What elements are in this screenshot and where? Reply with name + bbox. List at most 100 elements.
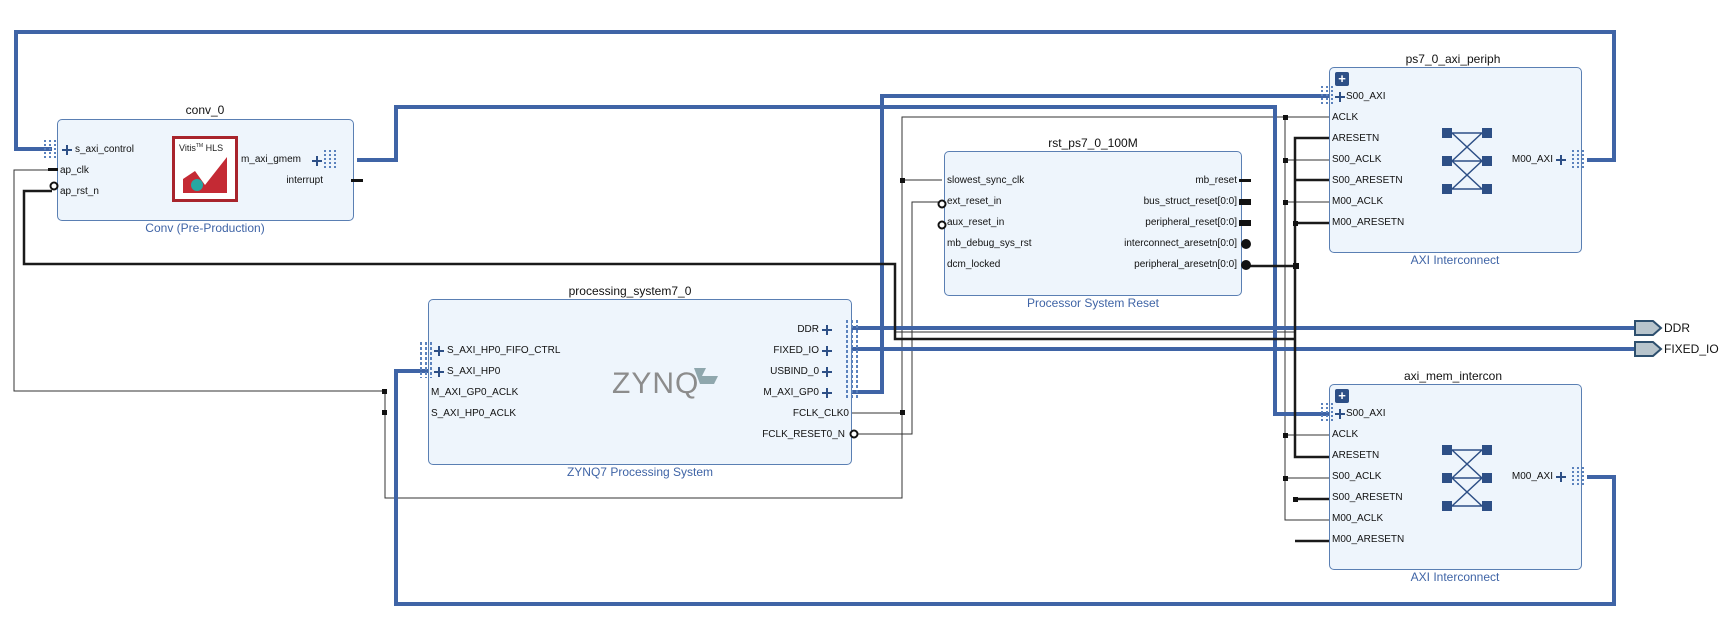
wire-clk-conv (13, 169, 384, 392)
rst-bus-struct-pin-icon (1239, 199, 1251, 205)
wire-periph-aresetn (1247, 136, 1329, 268)
mem-port-m00-aresetn[interactable]: M00_ARESETN (1332, 534, 1405, 545)
ps7-port-fixed-io[interactable]: FIXED_IO (773, 345, 819, 356)
ps7-block-title: processing_system7_0 (568, 284, 692, 298)
bus-s-axi-control (14, 30, 1616, 162)
conv-block[interactable]: s_axi_control ap_clk ap_rst_n m_axi_gmem… (44, 119, 363, 221)
ps7-m-axi-gp0-plus-icon[interactable] (821, 387, 833, 399)
ps7-hp0-bus-icon[interactable] (419, 340, 433, 380)
periph-block-subtitle: AXI Interconnect (1410, 253, 1500, 267)
bus-m-axi-gmem (357, 105, 1329, 416)
zynq-logo: ZYNQ (612, 367, 700, 400)
periph-block[interactable]: + S00_AXI ACLK ARESETN S00_ACLK S00_ARES… (1321, 67, 1585, 253)
periph-port-aresetn[interactable]: ARESETN (1332, 133, 1380, 144)
periph-port-aclk[interactable]: ACLK (1332, 112, 1359, 123)
mem-port-s00-aclk[interactable]: S00_ACLK (1332, 471, 1382, 482)
conv-ap-clk-pin-icon (48, 168, 58, 171)
ps7-port-ddr[interactable]: DDR (797, 324, 819, 335)
rst-port-mb-debug-sys-rst[interactable]: mb_debug_sys_rst (947, 238, 1032, 249)
mem-port-aresetn[interactable]: ARESETN (1332, 450, 1380, 461)
ps7-right-bus-icon[interactable] (845, 318, 859, 400)
fixed-io-port-arrow (1634, 341, 1663, 357)
periph-port-s00-aclk[interactable]: S00_ACLK (1332, 154, 1382, 165)
conv-port-ap-rst-n[interactable]: ap_rst_n (60, 186, 99, 197)
conv-s-axi-bus-icon[interactable] (43, 138, 57, 160)
rst-port-bus-struct-reset[interactable]: bus_struct_reset[0:0] (1143, 196, 1237, 207)
wire-clk-mem (1284, 117, 1329, 521)
ps7-fifo-ctrl-plus-icon[interactable] (433, 345, 445, 357)
mem-port-m00-axi[interactable]: M00_AXI (1511, 471, 1553, 482)
periph-port-s00-axi[interactable]: S00_AXI (1346, 91, 1386, 102)
ps7-hp0-plus-icon[interactable] (433, 366, 445, 378)
ps7-port-s-axi-hp0-fifo-ctrl[interactable]: S_AXI_HP0_FIFO_CTRL (447, 345, 561, 356)
conv-interrupt-pin-icon (351, 179, 363, 182)
conv-port-m-axi-gmem[interactable]: m_axi_gmem (240, 154, 301, 165)
rst-port-interconnect-aresetn[interactable]: interconnect_aresetn[0:0] (1124, 238, 1237, 249)
rst-block-title: rst_ps7_0_100M (1048, 136, 1138, 150)
ps7-port-m-axi-gp0-aclk[interactable]: M_AXI_GP0_ACLK (431, 387, 519, 398)
rst-port-mb-reset[interactable]: mb_reset (1195, 175, 1237, 186)
ps7-port-fclk-reset0-n[interactable]: FCLK_RESET0_N (762, 429, 845, 440)
periph-expand-button[interactable]: + (1335, 72, 1349, 86)
vitis-hls-logo: VitisTM HLS (172, 136, 238, 202)
periph-port-m00-aclk[interactable]: M00_ACLK (1332, 196, 1384, 207)
rst-port-ext-reset-in[interactable]: ext_reset_in (947, 196, 1002, 207)
rst-port-slowest-sync-clk[interactable]: slowest_sync_clk (947, 175, 1025, 186)
conv-port-interrupt[interactable]: interrupt (286, 175, 323, 186)
conv-m-axi-bus-icon[interactable] (323, 148, 337, 170)
mem-block[interactable]: + S00_AXI ACLK ARESETN S00_ACLK S00_ARES… (1321, 384, 1585, 570)
rst-peripheral-aresetn-bubble-icon (1241, 260, 1251, 270)
conv-port-s-axi-control[interactable]: s_axi_control (75, 144, 134, 155)
wire-fclk-to-rst (852, 116, 1285, 414)
conv-block-title: conv_0 (185, 103, 225, 117)
rst-port-aux-reset-in[interactable]: aux_reset_in (947, 217, 1005, 228)
bus-m-axi-gp0 (852, 94, 1329, 394)
periph-m00-plus-icon[interactable] (1555, 154, 1567, 166)
mem-m00-bus-icon[interactable] (1571, 465, 1585, 489)
ps7-block-subtitle: ZYNQ7 Processing System (566, 465, 714, 479)
mem-m00-plus-icon[interactable] (1555, 471, 1567, 483)
mem-port-aclk[interactable]: ACLK (1332, 429, 1359, 440)
periph-m00-bus-icon[interactable] (1571, 148, 1585, 172)
periph-port-m00-axi[interactable]: M00_AXI (1511, 154, 1553, 165)
vitis-tm: TM (195, 143, 204, 149)
mem-s00-plus-icon[interactable] (1334, 408, 1346, 420)
external-port-ddr[interactable]: DDR (1664, 321, 1690, 335)
conv-m-axi-plus-icon[interactable] (311, 155, 323, 167)
ps7-port-s-axi-hp0-aclk[interactable]: S_AXI_HP0_ACLK (431, 408, 517, 419)
mem-port-m00-aclk[interactable]: M00_ACLK (1332, 513, 1384, 524)
periph-crossbar-icon (1442, 128, 1492, 194)
ps7-port-usbind-0[interactable]: USBIND_0 (770, 366, 819, 377)
periph-port-s00-aresetn[interactable]: S00_ARESETN (1332, 175, 1403, 186)
rst-block-subtitle: Processor System Reset (1026, 296, 1160, 310)
wire-interconnect-aresetn (1293, 266, 1329, 543)
periph-port-m00-aresetn[interactable]: M00_ARESETN (1332, 217, 1405, 228)
rst-block[interactable]: slowest_sync_clk ext_reset_in aux_reset_… (937, 151, 1251, 296)
ps7-block[interactable]: S_AXI_HP0_FIFO_CTRL S_AXI_HP0 M_AXI_GP0_… (420, 299, 859, 465)
rst-port-dcm-locked[interactable]: dcm_locked (947, 259, 1001, 270)
ps7-fixed-io-plus-icon[interactable] (821, 345, 833, 357)
mem-block-title: axi_mem_intercon (1403, 369, 1503, 383)
conv-block-subtitle: Conv (Pre-Production) (145, 221, 265, 235)
mem-s00-bus-icon[interactable] (1320, 401, 1334, 425)
ps7-port-s-axi-hp0[interactable]: S_AXI_HP0 (447, 366, 501, 377)
ps7-ddr-plus-icon[interactable] (821, 324, 833, 336)
external-port-fixed-io[interactable]: FIXED_IO (1664, 342, 1719, 356)
rst-port-peripheral-aresetn[interactable]: peripheral_aresetn[0:0] (1134, 259, 1237, 270)
conv-port-ap-clk[interactable]: ap_clk (60, 165, 89, 176)
ps7-port-m-axi-gp0[interactable]: M_AXI_GP0 (763, 387, 819, 398)
rst-periph-reset-pin-icon (1239, 220, 1251, 226)
conv-s-axi-plus-icon[interactable] (61, 144, 73, 156)
wire-rst-conv (22, 189, 1295, 341)
periph-s00-bus-icon[interactable] (1320, 84, 1334, 108)
periph-s00-plus-icon[interactable] (1334, 91, 1346, 103)
rst-port-peripheral-reset[interactable]: peripheral_reset[0:0] (1145, 217, 1237, 228)
mem-port-s00-axi[interactable]: S00_AXI (1346, 408, 1386, 419)
mem-expand-button[interactable]: + (1335, 389, 1349, 403)
ps7-port-fclk-clk0[interactable]: FCLK_CLK0 (792, 408, 849, 419)
ps7-usbind-plus-icon[interactable] (821, 366, 833, 378)
mem-port-s00-aresetn[interactable]: S00_ARESETN (1332, 492, 1403, 503)
mem-block-subtitle: AXI Interconnect (1410, 570, 1500, 584)
ddr-port-arrow (1634, 320, 1663, 336)
zynq-logo-mark-icon (694, 368, 718, 384)
